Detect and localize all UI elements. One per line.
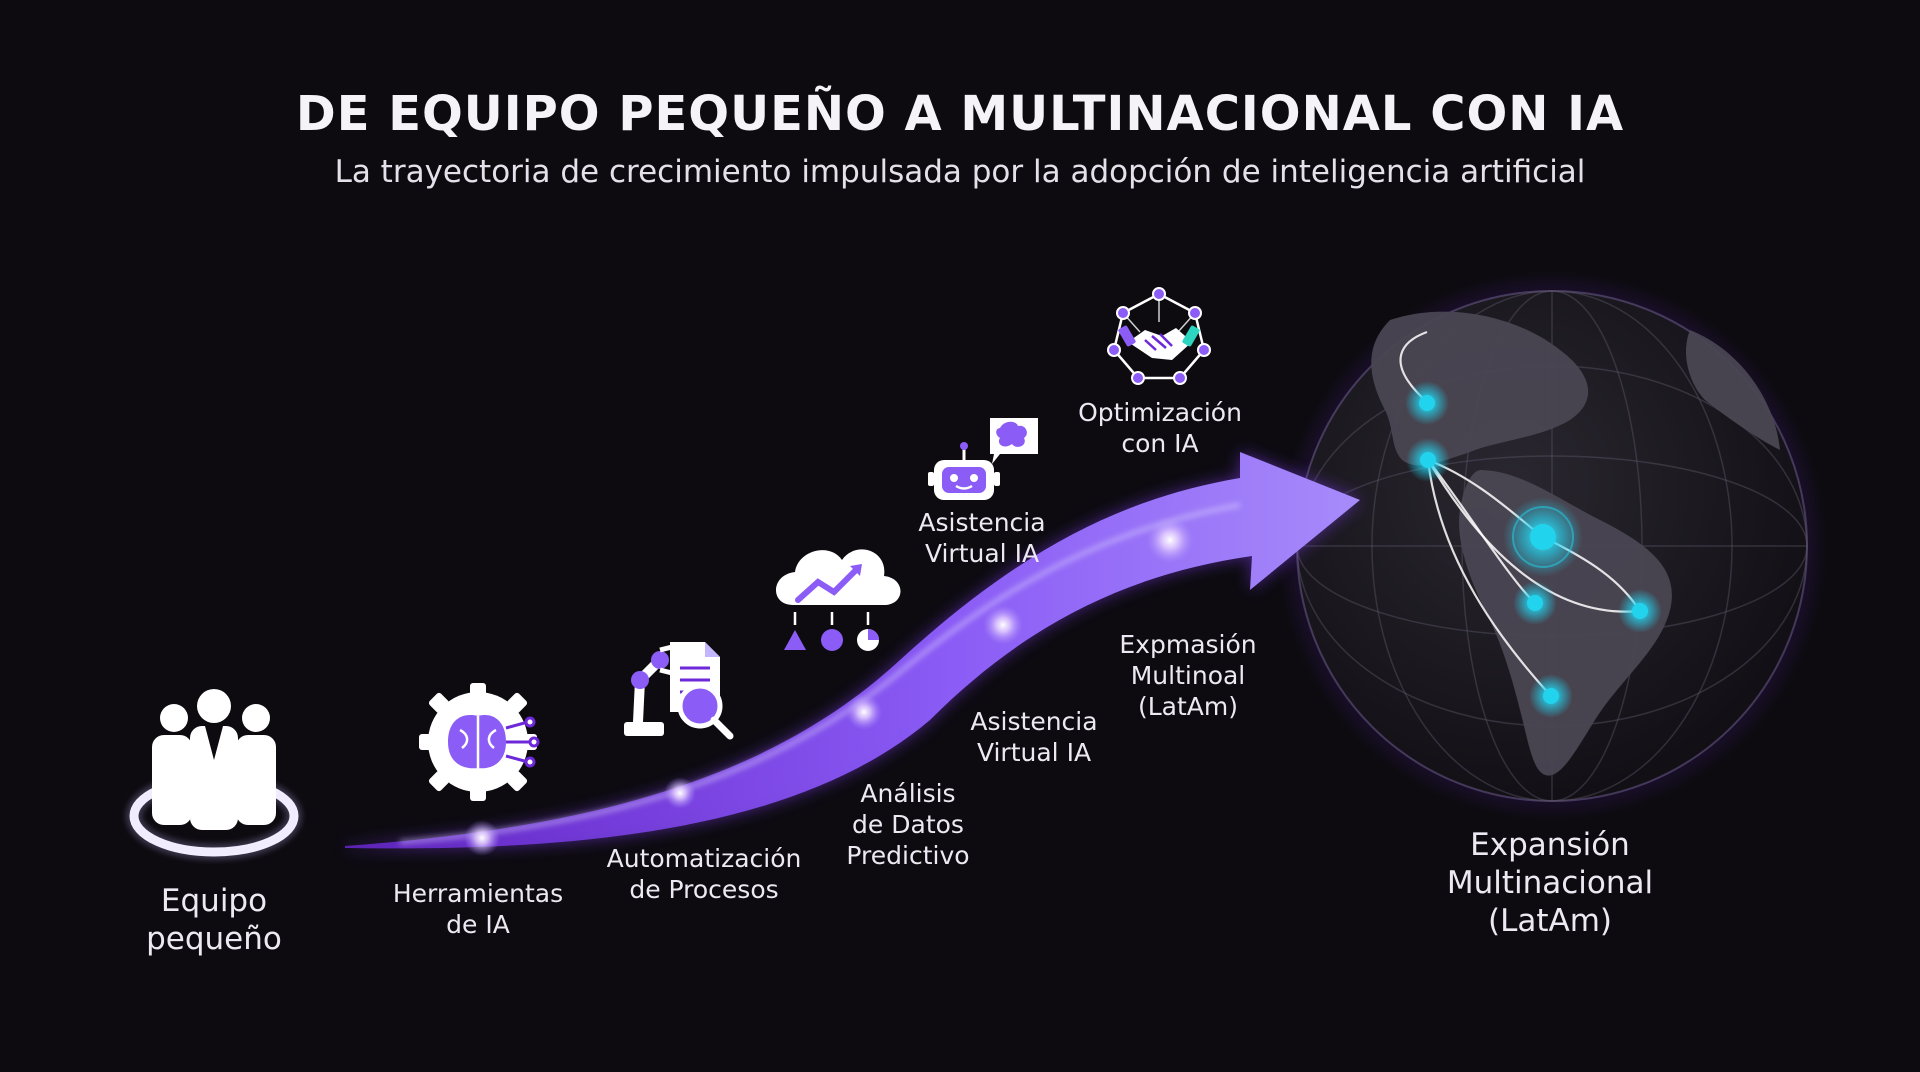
stage-label-assistant-upper: Asistencia Virtual IA (918, 508, 1046, 568)
stage-label-expansion-lower: Expmasión Multinoal (LatAm) (1119, 630, 1257, 721)
stage-label-automation: Automatización de Procesos (606, 844, 802, 904)
stage-label-start: Equipo pequeño (146, 883, 282, 957)
handshake-network-icon (1107, 287, 1211, 385)
stage-label-optimization: Optimización con IA (1078, 398, 1242, 458)
arrow-sparkles (464, 516, 1194, 856)
cloud-analytics-icon (775, 549, 901, 651)
stage-label-tools: Herramientas de IA (392, 879, 564, 939)
stage-label-end: Expansión Multinacional (LatAm) (1446, 827, 1654, 939)
globe-latam-icon (1277, 271, 1827, 821)
page-title: DE EQUIPO PEQUEÑO A MULTINACIONAL CON IA (295, 86, 1625, 142)
stage-label-analysis: Análisis de Datos Predictivo (846, 779, 970, 870)
stage-label-assistant-lower: Asistencia Virtual IA (970, 707, 1098, 767)
chatbot-robot-icon (928, 418, 1038, 500)
robot-arm-document-icon (624, 642, 734, 740)
growth-arrow (345, 452, 1360, 849)
page-subtitle: La trayectoria de crecimiento impulsada … (334, 154, 1586, 190)
brain-gear-icon (419, 683, 540, 801)
team-group-icon (126, 689, 302, 860)
